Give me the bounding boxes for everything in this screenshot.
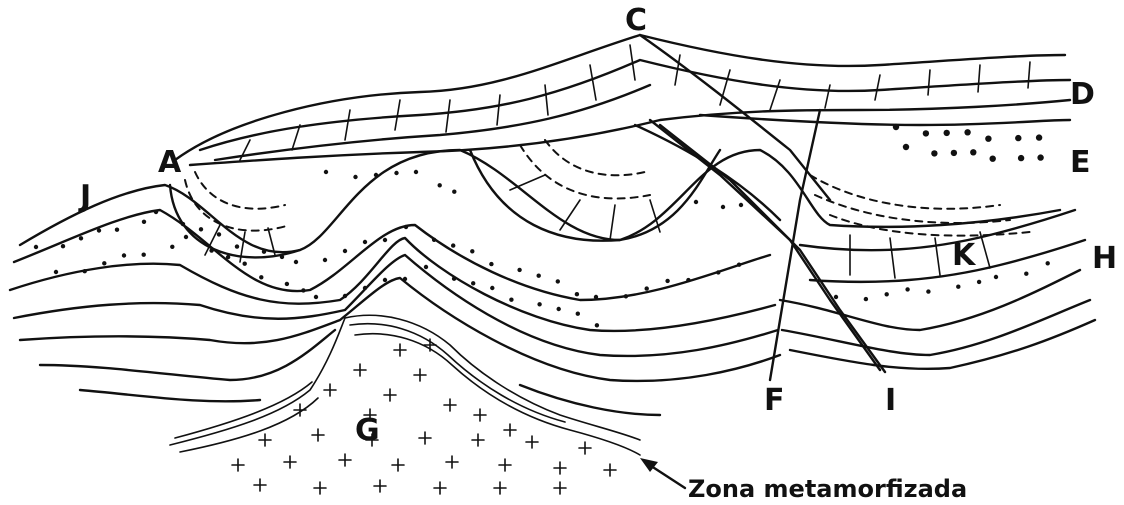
label-a: A: [158, 145, 182, 180]
label-f: F: [764, 383, 785, 418]
intrusion-g: [232, 339, 616, 494]
metamorphic-zone: [170, 315, 640, 455]
label-h: H: [1092, 241, 1117, 276]
label-k: K: [952, 238, 977, 273]
caption-metamorphic-zone: Zona metamorfizada: [688, 475, 967, 503]
sandstone-layers: [34, 124, 1050, 328]
limestone-cap: [175, 35, 1070, 220]
label-j: J: [78, 179, 91, 214]
folded-strata: [10, 150, 1095, 415]
label-e: E: [1070, 145, 1091, 180]
label-i: I: [885, 383, 896, 418]
metamorphic-arrow: [640, 458, 685, 488]
label-g: G: [355, 413, 380, 448]
label-c: C: [625, 3, 647, 38]
syncline-fill: [170, 140, 1030, 278]
label-d: D: [1070, 77, 1095, 112]
